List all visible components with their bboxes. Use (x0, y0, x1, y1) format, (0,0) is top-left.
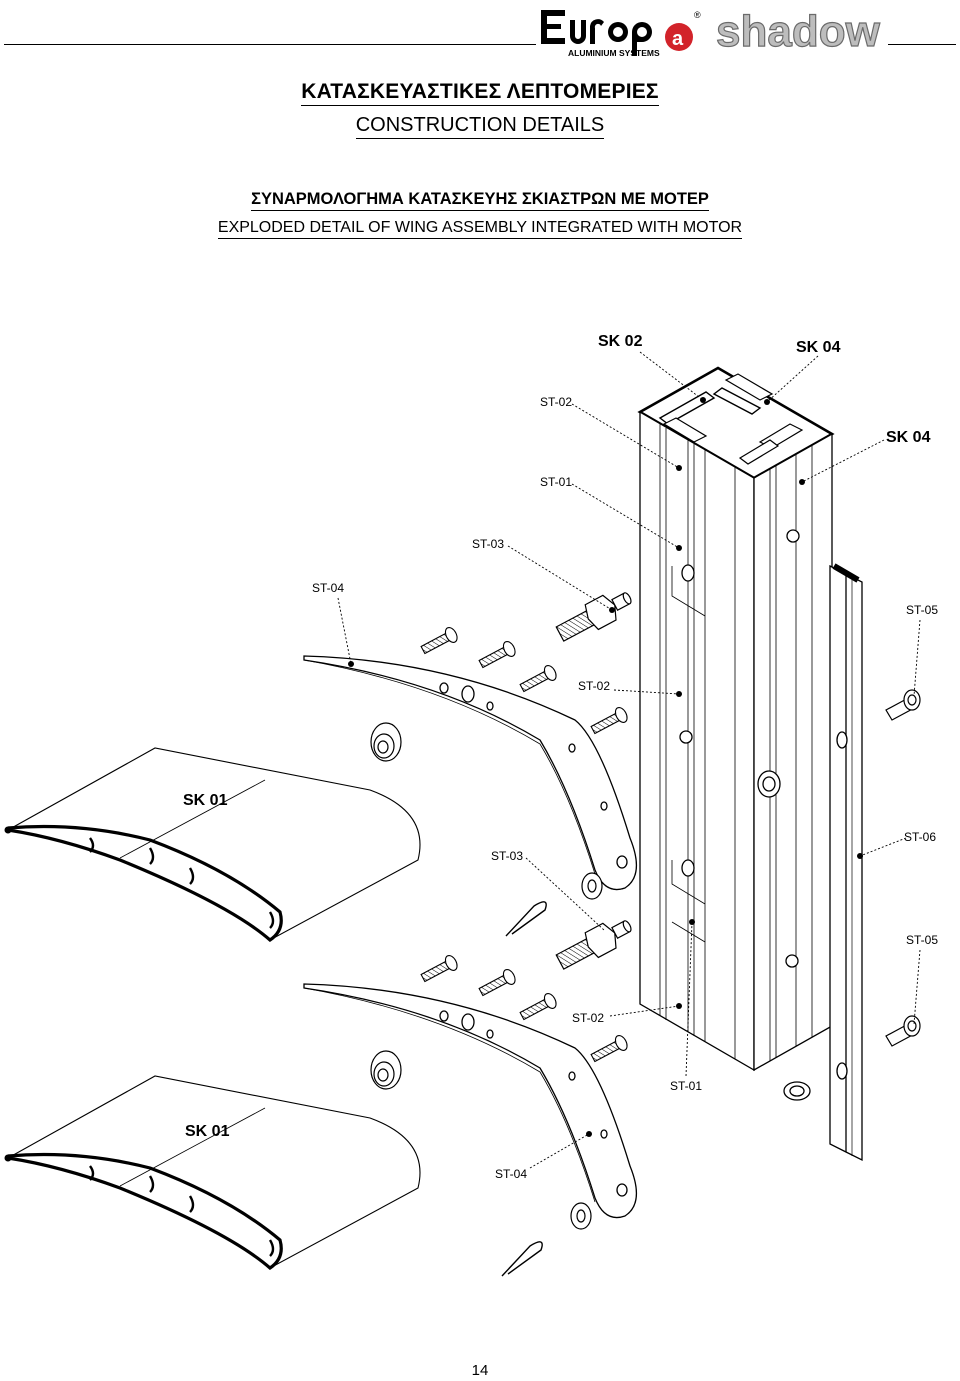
label-st04-top: ST-04 (312, 581, 344, 595)
drive-bar (829, 563, 863, 1162)
main-title-greek: ΚΑΤΑΣΚΕΥΑΣΤΙΚΕΣ ΛΕΠΤΟΜΕΡΙΕΣ (301, 80, 659, 106)
main-title-english: CONSTRUCTION DETAILS (355, 114, 605, 139)
nuts-washers (370, 722, 603, 1230)
europa-wordmark: a (541, 10, 693, 56)
hex-bolts (555, 592, 632, 970)
pin-lower (885, 1015, 921, 1047)
louver-blade-lower (4, 1075, 421, 1271)
main-title-block: ΚΑΤΑΣΚΕΥΑΣΤΙΚΕΣ ΛΕΠΤΟΜΕΡΙΕΣ (0, 80, 960, 106)
label-st02-bottom: ST-02 (572, 1011, 604, 1025)
subtitle-greek: ΣΥΝΑΡΜΟΛΟΓΗΜΑ ΚΑΤΑΣΚΕΥΗΣ ΣΚΙΑΣΤΡΩΝ ΜΕ ΜΟ… (251, 190, 709, 211)
label-sk01-lower: SK 01 (185, 1123, 230, 1140)
label-st06: ST-06 (904, 830, 936, 844)
label-sk02: SK 02 (598, 333, 643, 350)
registered-mark: ® (694, 10, 701, 20)
label-sk04-right: SK 04 (886, 429, 931, 446)
pin-upper (885, 689, 921, 721)
label-st02-top: ST-02 (540, 395, 572, 409)
series-name: shadow (716, 7, 881, 56)
label-st03-bottom: ST-03 (491, 849, 523, 863)
header-rule-left (4, 44, 536, 45)
arm-upper (303, 655, 637, 891)
label-st05-bottom: ST-05 (906, 933, 938, 947)
screws (420, 626, 628, 1063)
label-sk04-top: SK 04 (796, 339, 841, 356)
leader-dots (348, 397, 863, 1137)
header-rule-right (888, 44, 956, 45)
label-sk01-upper: SK 01 (183, 792, 228, 809)
label-st04-bottom: ST-04 (495, 1167, 527, 1181)
label-st03-top: ST-03 (472, 537, 504, 551)
label-st01-top: ST-01 (540, 475, 572, 489)
leader-lines (337, 351, 921, 1169)
arm-lower (303, 983, 637, 1219)
spring-clips (501, 901, 547, 1277)
louver-blade-upper (4, 747, 421, 943)
page-number: 14 (471, 1362, 489, 1379)
label-st01-bottom: ST-01 (670, 1079, 702, 1093)
label-st02-mid: ST-02 (578, 679, 610, 693)
column-profile (637, 366, 835, 1101)
brand-logo: a ® ALUMINIUM SYSTEMS shadow (538, 6, 888, 60)
brand-subtitle: ALUMINIUM SYSTEMS (568, 48, 660, 58)
subtitle-english: EXPLODED DETAIL OF WING ASSEMBLY INTEGRA… (217, 219, 743, 239)
label-st05-top: ST-05 (906, 603, 938, 617)
svg-text:a: a (672, 28, 684, 50)
